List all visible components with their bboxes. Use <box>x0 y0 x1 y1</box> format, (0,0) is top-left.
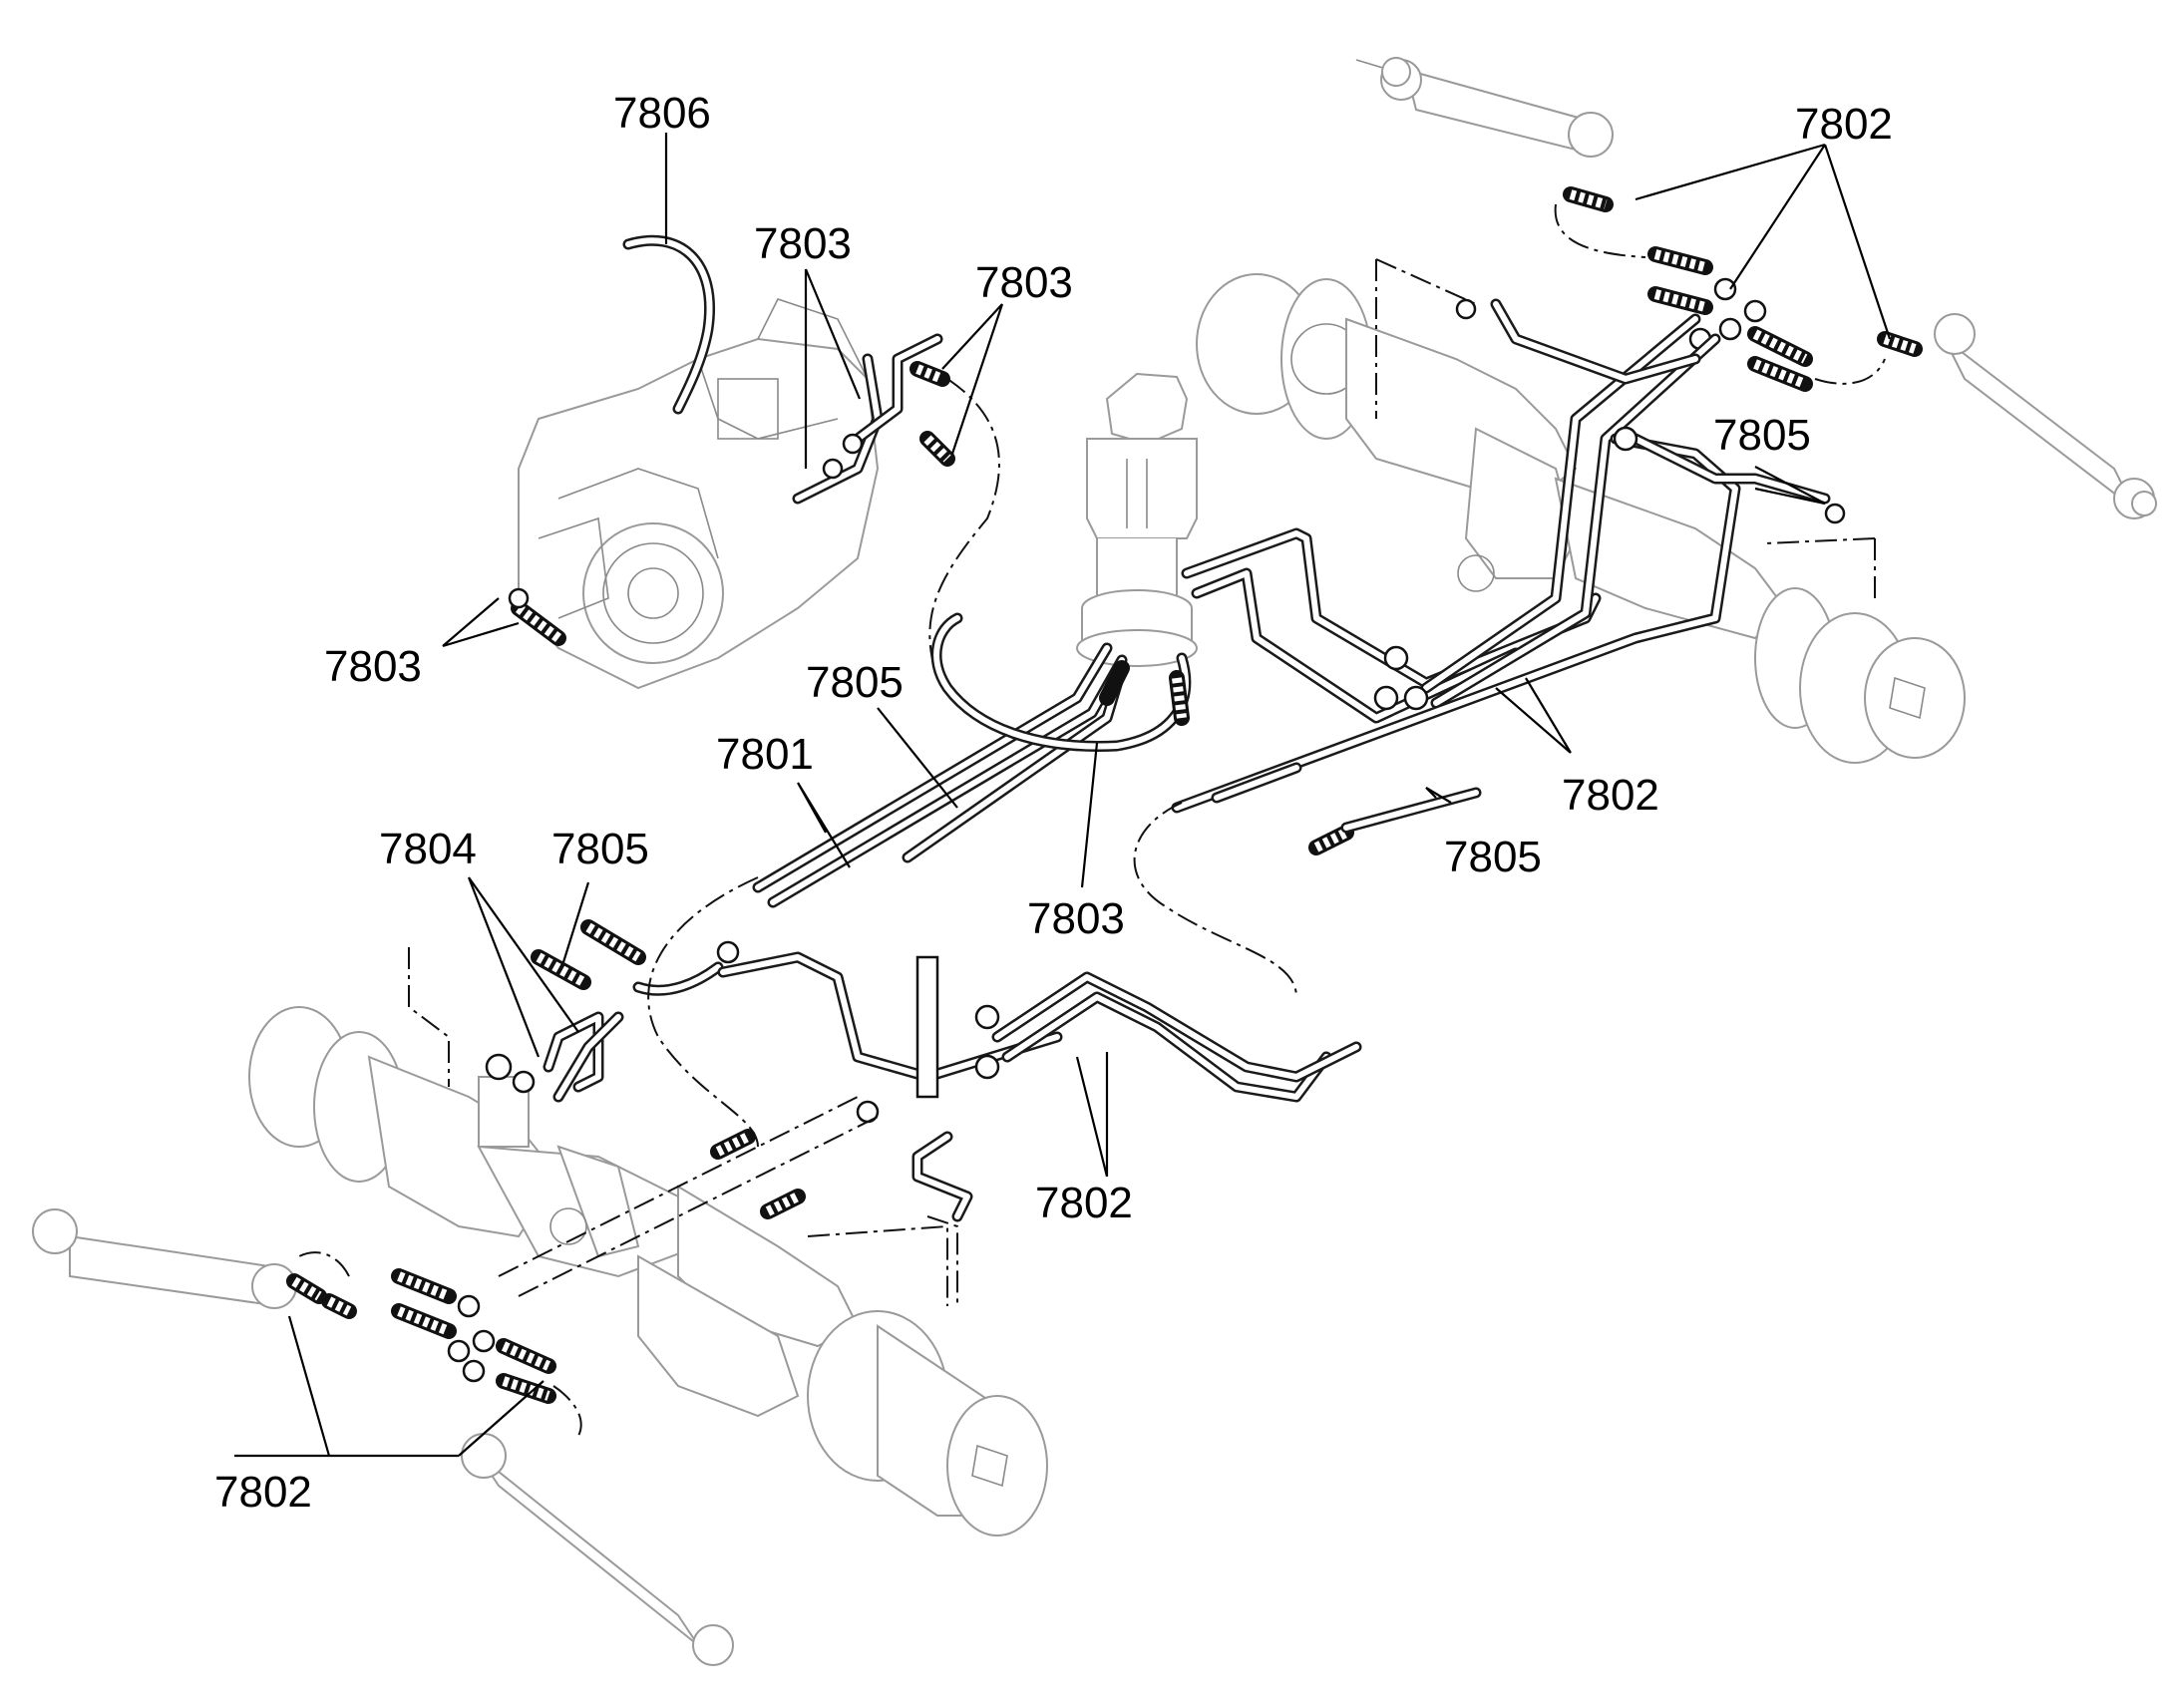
leader-lines <box>234 133 1892 1458</box>
rear-axle <box>1196 273 1966 764</box>
rear-steering-cylinder-lower <box>1934 313 2157 519</box>
callout-7805-lower-left: 7805 <box>551 825 649 873</box>
callout-7802-middle-right: 7802 <box>1562 771 1659 820</box>
callout-7802-bottom-left: 7802 <box>214 1468 312 1517</box>
hose-route-front-upper <box>298 1251 350 1277</box>
front-steering-cylinder-upper <box>32 1208 297 1309</box>
center-long-route <box>647 876 759 1148</box>
callout-7802-lower-center: 7802 <box>1035 1179 1133 1227</box>
front-steering-cylinder-lower <box>461 1433 734 1666</box>
callout-7802-top-right: 7802 <box>1795 100 1893 149</box>
transmission-hoses <box>508 333 955 646</box>
callout-7803-left: 7803 <box>324 642 422 691</box>
callout-7805-top-right: 7805 <box>1713 411 1811 460</box>
callout-7804: 7804 <box>379 825 477 873</box>
hose-route-transmission <box>928 378 1000 679</box>
rear-axle-dashed-bracket-right <box>1764 537 1876 598</box>
front-valve-dashed-bracket <box>926 1215 958 1306</box>
rear-steering-cylinder-upper <box>1355 57 1614 158</box>
swivel-rotary-joint <box>1076 372 1198 667</box>
callout-7803-bottom: 7803 <box>1027 894 1125 943</box>
long-line-route <box>1133 802 1297 998</box>
callout-7801: 7801 <box>716 730 814 779</box>
rear-axle-lines <box>1171 298 1846 855</box>
breather-hose <box>622 234 715 415</box>
center-long-route-2 <box>498 1096 879 1297</box>
transmission-gearbox <box>518 298 880 690</box>
center-piping <box>752 527 1602 908</box>
rear-axle-dashed-bracket-left <box>1375 258 1477 419</box>
front-axle-valve-block <box>478 1053 536 1148</box>
front-axle-dashed-bracket-left <box>408 947 450 1087</box>
hose-route-rear-lower <box>1814 358 1886 385</box>
front-axle-lines <box>531 919 1362 1222</box>
callout-7806: 7806 <box>613 89 711 138</box>
hose-route-rear-upper <box>1554 203 1646 258</box>
hose-route-front-lower <box>552 1385 582 1437</box>
callout-7805-middle-right: 7805 <box>1444 833 1542 881</box>
front-axle-dashed-bracket-right <box>807 1224 948 1306</box>
rear-steering-hoses <box>1563 186 1923 392</box>
callout-7805-center: 7805 <box>806 658 904 707</box>
front-axle <box>248 1006 1048 1537</box>
callout-7803-right: 7803 <box>975 258 1073 307</box>
callout-7803-top: 7803 <box>754 219 852 268</box>
front-steering-hoses <box>286 1268 556 1404</box>
